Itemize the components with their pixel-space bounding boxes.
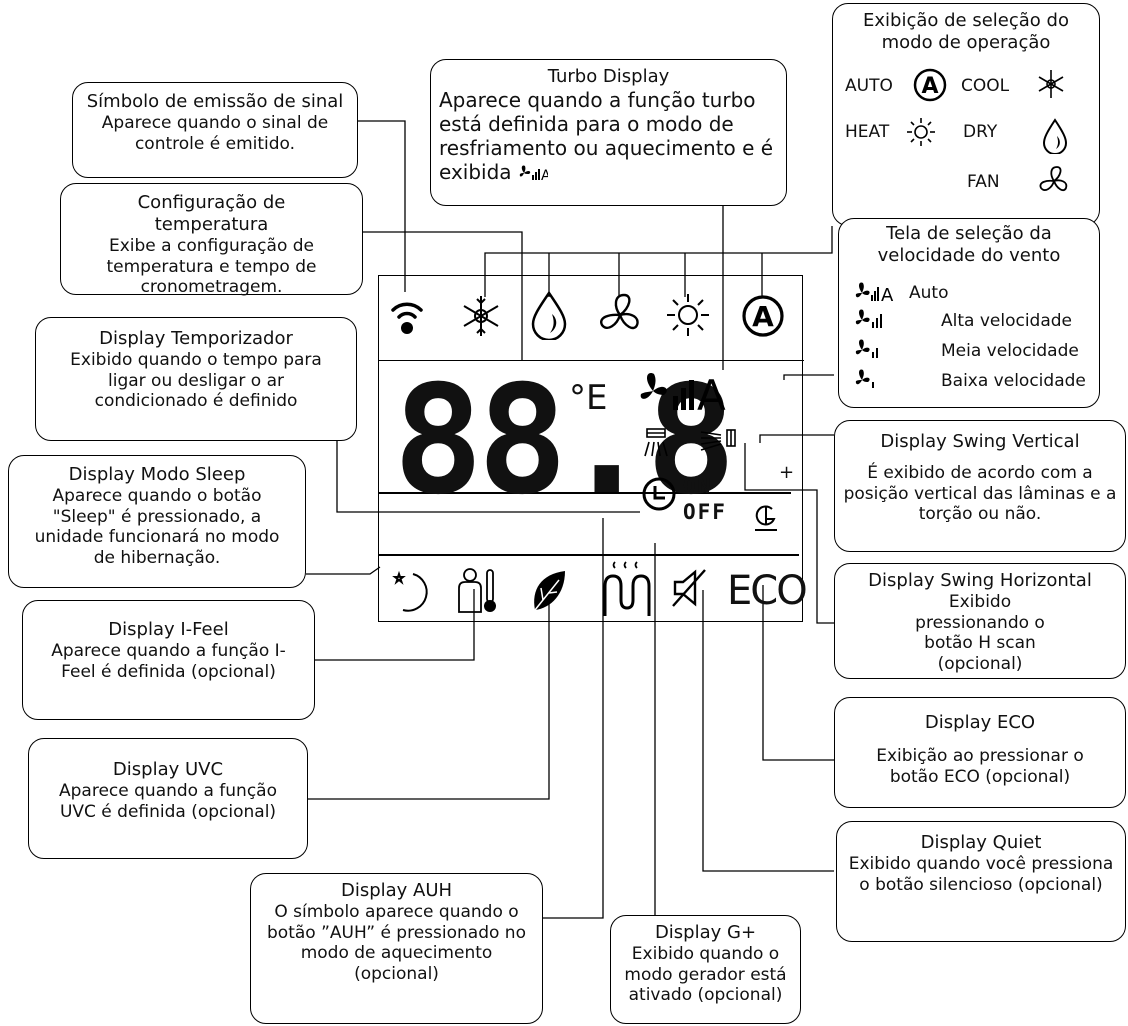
eco-label: ECO — [727, 568, 808, 614]
mode-cool-label: COOL — [961, 76, 1010, 96]
callout-title: Display Temporizador — [99, 328, 293, 349]
fan-speed-low-icon — [855, 369, 874, 388]
callout-title: Display UVC — [112, 759, 224, 780]
turbo-desc-text: Aparece quando a função turbo está defin… — [439, 87, 774, 184]
lcd-divider — [379, 492, 791, 494]
temperature-unit: °E — [569, 378, 608, 418]
mute-icon — [672, 569, 706, 607]
callout-title: Display G+ — [654, 922, 757, 943]
callout-swing-horizontal: Display Swing Horizontal Exibido pressio… — [834, 563, 1126, 679]
fan-icon — [600, 293, 639, 330]
callout-speed: Tela de seleção da velocidade do vento A… — [838, 218, 1100, 408]
callout-desc: Exibido quando o modo gerador está ativa… — [624, 943, 787, 1006]
mode-auto-label: AUTO — [845, 76, 893, 96]
mode-dry-label: DRY — [963, 122, 998, 142]
auto-icon: A — [913, 68, 947, 102]
timer-on-label: ON — [683, 474, 713, 498]
mode-heat-label: HEAT — [845, 122, 890, 142]
swing-vertical-icon — [644, 428, 668, 457]
callout-quiet: Display Quiet Exibido quando você pressi… — [836, 821, 1126, 942]
callout-desc: Aparece quando a função turbo está defin… — [431, 88, 786, 185]
drop-icon — [1042, 118, 1068, 154]
callout-title: Display ECO — [924, 712, 1036, 733]
svg-text:A: A — [921, 74, 938, 99]
callout-ifeel: Display I-Feel Aparece quando a função I… — [22, 600, 315, 720]
callout-signal: Símbolo de emissão de sinal Aparece quan… — [72, 82, 358, 178]
callout-eco: Display ECO Exibição ao pressionar o bot… — [834, 697, 1126, 808]
callout-desc: Aparece quando a função UVC é definida (… — [59, 780, 277, 822]
callout-title: Display I-Feel — [108, 619, 229, 640]
speed-mid-label: Meia velocidade — [941, 341, 1079, 361]
callout-title: Display Swing Horizontal — [868, 570, 1092, 591]
speed-auto-label: Auto — [909, 283, 949, 303]
callout-desc: Exibido pressionando o botão H scan (opc… — [915, 591, 1045, 675]
callout-desc: Aparece quando o sinal de controle é emi… — [101, 112, 329, 154]
callout-desc: Aparece quando a função I-Feel é definid… — [51, 640, 286, 682]
lcd-panel: A 88.8 °E A ON OFF + ECO — [378, 275, 808, 622]
snowflake-icon — [1038, 70, 1064, 98]
callout-temperature: Configuração de temperatura Exibe a conf… — [60, 183, 363, 298]
timer-off-label: OFF — [683, 500, 727, 524]
callout-uvc: Display UVC Aparece quando a função UVC … — [28, 738, 308, 859]
auto-icon: A — [742, 295, 784, 337]
fan-speed-icon: A — [519, 165, 551, 184]
speed-low-label: Baixa velocidade — [941, 371, 1086, 391]
heater-icon — [603, 561, 651, 616]
fan-speed-mid-icon — [855, 339, 878, 358]
mode-fan-label: FAN — [967, 172, 1000, 192]
callout-desc: Exibição ao pressionar o botão ECO (opci… — [876, 745, 1084, 787]
callout-gplus: Display G+ Exibido quando o modo gerador… — [610, 915, 801, 1024]
temperature-digits: 88.8 — [393, 354, 736, 528]
swing-horizontal-icon — [700, 429, 736, 451]
callout-mode: Exibição de seleção do modo de operação … — [832, 3, 1100, 226]
callout-title: Display Swing Vertical — [880, 431, 1080, 452]
callout-desc: Exibe a configuração de temperatura e te… — [106, 235, 317, 298]
callout-title: Símbolo de emissão de sinal — [86, 91, 344, 112]
clock-icon — [642, 477, 676, 511]
callout-title: Configuração de temperatura — [137, 192, 286, 235]
sun-icon — [907, 118, 935, 146]
callout-desc: Exibido quando você pressiona o botão si… — [848, 853, 1114, 895]
callout-auh: Display AUH O símbolo aparece quando o b… — [250, 873, 543, 1024]
leaf-icon — [534, 571, 565, 611]
svg-text:A: A — [881, 285, 894, 306]
callout-desc: Aparece quando o botão "Sleep" é pressio… — [34, 485, 280, 569]
snowflake-icon — [463, 296, 499, 336]
callout-desc: O símbolo aparece quando o botão ”AUH” é… — [267, 901, 526, 985]
sun-icon — [667, 294, 709, 336]
person-thermometer-icon — [458, 568, 496, 613]
callout-desc: Exibido quando o tempo para ligar ou des… — [70, 349, 322, 412]
fan-speed-icon: A — [640, 371, 726, 414]
plus-indicator: + — [779, 462, 795, 483]
callout-timer: Display Temporizador Exibido quando o te… — [35, 317, 357, 441]
drop-icon — [531, 290, 567, 340]
callout-sleep: Display Modo Sleep Aparece quando o botã… — [8, 455, 306, 588]
callout-title: Tela de seleção da velocidade do vento — [877, 223, 1061, 266]
speed-high-label: Alta velocidade — [941, 311, 1073, 331]
callout-title: Exibição de seleção do modo de operação — [863, 10, 1069, 53]
fan-icon — [1039, 166, 1068, 192]
moon-icon — [392, 570, 428, 612]
callout-title: Display AUH — [340, 880, 453, 901]
fan-speed-auto-icon: A — [855, 282, 894, 306]
svg-text:A: A — [752, 300, 774, 333]
callout-turbo: Turbo Display Aparece quando a função tu… — [430, 59, 787, 206]
lcd-divider — [379, 360, 804, 361]
callout-swing-vertical: Display Swing Vertical É exibido de acor… — [834, 420, 1126, 552]
lcd-divider — [379, 554, 799, 556]
svg-text:A: A — [697, 371, 726, 414]
callout-title: Display Quiet — [920, 832, 1042, 853]
callout-title: Turbo Display — [547, 66, 670, 87]
callout-desc: É exibido de acordo com a posição vertic… — [843, 462, 1117, 525]
callout-title: Display Modo Sleep — [68, 464, 246, 485]
signal-icon — [391, 302, 423, 334]
svg-text:A: A — [541, 168, 548, 184]
generator-icon — [755, 505, 777, 531]
fan-speed-high-icon — [855, 309, 882, 328]
